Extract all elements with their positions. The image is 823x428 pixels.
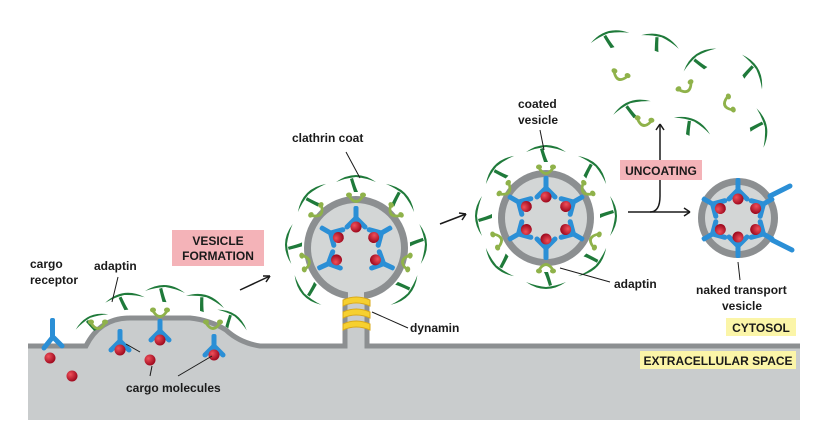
- cargo-molecules-label: cargo molecules: [126, 381, 221, 395]
- process-arrows: [239, 123, 691, 291]
- coated-vesicle-label-2: vesicle: [518, 113, 558, 127]
- vesicle-formation-box: [172, 230, 264, 266]
- dynamin-label: dynamin: [410, 321, 459, 335]
- adaptin-label-left: adaptin: [94, 259, 137, 273]
- cytosol-label: CYTOSOL: [732, 321, 790, 335]
- naked-vesicle-label-1: naked transport: [696, 283, 787, 297]
- dynamin-ring: [342, 296, 371, 331]
- naked-vesicle-label-2: vesicle: [722, 299, 762, 313]
- cargo-receptor-label-1: cargo: [30, 257, 63, 271]
- clathrin-coat-label: clathrin coat: [292, 131, 363, 145]
- coated-vesicle: [475, 145, 617, 289]
- leader-lines: [111, 129, 741, 377]
- forming-vesicle: [284, 175, 428, 310]
- extracellular-label: EXTRACELLULAR SPACE: [643, 354, 792, 368]
- uncoating-label: UNCOATING: [625, 164, 697, 178]
- vesicle-formation-label-1: VESICLE: [192, 234, 243, 248]
- adaptin-label-right: adaptin: [614, 277, 657, 291]
- released-coat: [588, 26, 771, 150]
- coated-vesicle-label-1: coated: [518, 97, 557, 111]
- extracellular-box: [640, 351, 796, 369]
- vesicle-formation-label-2: FORMATION: [182, 249, 254, 263]
- cargo-receptor: [41, 318, 78, 382]
- cargo-receptor-label-2: receptor: [30, 273, 78, 287]
- uncoating-box: [620, 160, 702, 180]
- receptors-in-bud: [111, 319, 223, 366]
- naked-vesicle: [698, 178, 795, 258]
- cytosol-box: [726, 318, 796, 336]
